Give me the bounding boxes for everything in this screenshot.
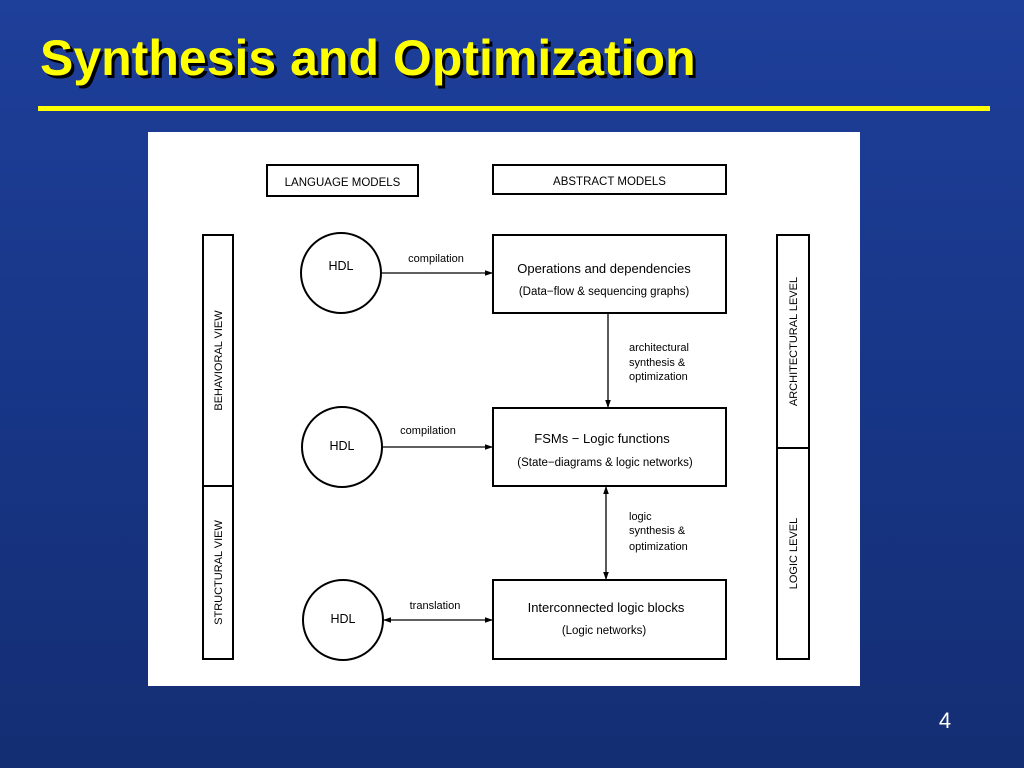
model-box-fsm: FSMs − Logic functions (State−diagrams &… [492, 407, 727, 487]
transition-label: logic [629, 511, 652, 523]
model-title: Operations and dependencies [517, 261, 691, 276]
synthesis-diagram: LANGUAGE MODELS ABSTRACT MODELS BEHAVIOR… [202, 164, 810, 661]
translation-edge: translation [383, 600, 493, 623]
hdl-node-2: HDL [301, 406, 383, 488]
logic-level-bar: LOGIC LEVEL [776, 447, 810, 660]
compilation-label: compilation [408, 253, 464, 265]
hdl-label: HDL [329, 439, 354, 453]
model-subtitle: (Logic networks) [562, 625, 647, 637]
model-subtitle: (State−diagrams & logic networks) [517, 457, 693, 469]
abstract-models-header: ABSTRACT MODELS [492, 164, 727, 195]
model-box-operations: Operations and dependencies (Data−flow &… [492, 234, 727, 314]
slide-title: Synthesis and Optimization [40, 30, 696, 86]
structural-view-label: STRUCTURAL VIEW [213, 520, 225, 625]
transition-label: optimization [629, 371, 688, 383]
diagram-panel: LANGUAGE MODELS ABSTRACT MODELS BEHAVIOR… [148, 132, 860, 686]
translation-label: translation [410, 600, 461, 612]
architectural-synthesis-arrow: architectural synthesis & optimization [605, 313, 689, 408]
architectural-level-label: ARCHITECTURAL LEVEL [788, 277, 800, 406]
language-models-header: LANGUAGE MODELS [266, 164, 419, 197]
logic-level-label: LOGIC LEVEL [788, 518, 800, 590]
compilation-edge-1: compilation [381, 253, 493, 276]
model-title: FSMs − Logic functions [534, 431, 670, 446]
hdl-node-3: HDL [302, 579, 384, 661]
transition-label: synthesis & [629, 357, 686, 369]
hdl-label: HDL [328, 259, 353, 273]
behavioral-view-label: BEHAVIORAL VIEW [213, 310, 225, 411]
abstract-models-label: ABSTRACT MODELS [553, 176, 666, 188]
title-rule [38, 106, 990, 111]
compilation-label: compilation [400, 425, 456, 437]
behavioral-view-bar: BEHAVIORAL VIEW [202, 234, 234, 487]
hdl-label: HDL [330, 612, 355, 626]
model-box-logic-blocks: Interconnected logic blocks (Logic netwo… [492, 579, 727, 660]
architectural-level-bar: ARCHITECTURAL LEVEL [776, 234, 810, 449]
transition-label: architectural [629, 342, 689, 354]
model-title: Interconnected logic blocks [528, 600, 685, 615]
model-subtitle: (Data−flow & sequencing graphs) [519, 286, 690, 298]
hdl-node-1: HDL [300, 232, 382, 314]
transition-label: synthesis & [629, 525, 686, 537]
structural-view-bar: STRUCTURAL VIEW [202, 485, 234, 660]
transition-label: optimization [629, 541, 688, 553]
language-models-label: LANGUAGE MODELS [285, 177, 401, 189]
slide-number: 4 [938, 708, 952, 733]
compilation-edge-2: compilation [382, 425, 493, 450]
logic-synthesis-arrow: logic synthesis & optimization [603, 486, 688, 580]
